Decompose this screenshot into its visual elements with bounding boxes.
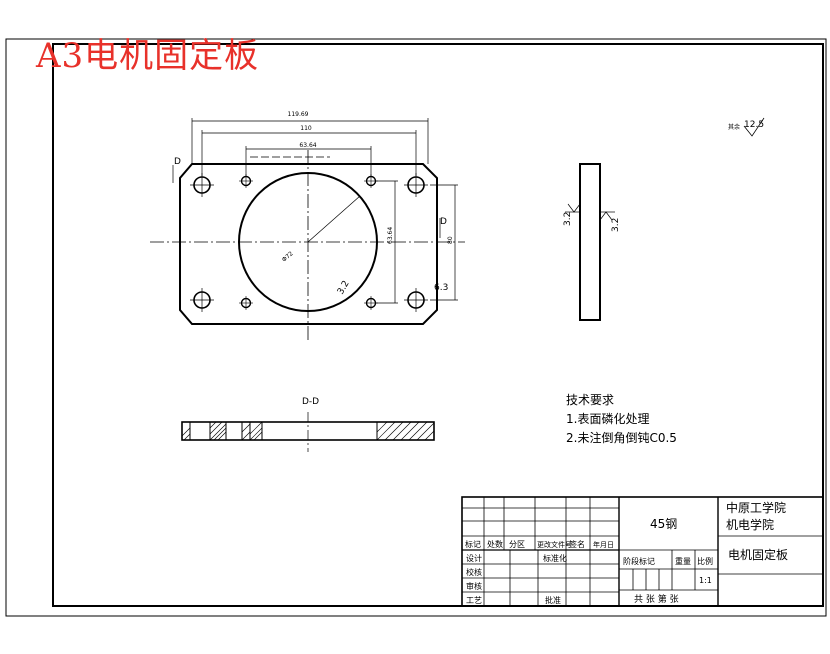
bore-circle xyxy=(238,172,378,312)
part-name: 电机固定板 xyxy=(728,547,788,562)
row-label-change: 更改文件号 xyxy=(537,540,572,549)
dim-bore: Φ72 xyxy=(281,250,295,263)
section-view xyxy=(181,412,435,452)
outer-border xyxy=(5,38,827,617)
label-standardize: 标准化 xyxy=(543,553,567,563)
label-process: 工艺 xyxy=(466,596,482,605)
general-roughness-value: 12.5 xyxy=(744,120,764,130)
dim-overall-width: 119.69 xyxy=(288,111,309,118)
dim-height: 80 xyxy=(447,236,454,244)
row-label-zone: 分区 xyxy=(509,540,525,549)
side-roughness-right: 3.2 xyxy=(611,218,621,232)
view-mark-d-right: D xyxy=(440,217,447,227)
mounting-hole xyxy=(190,288,214,312)
mounting-hole xyxy=(404,173,428,197)
tech-req-item: 2.未注倒角倒钝C0.5 xyxy=(566,431,677,445)
row-label-count: 处数 xyxy=(487,539,503,549)
dim-hole-span: 110 xyxy=(300,125,312,132)
row-label-date: 年月日 xyxy=(593,540,614,549)
tech-req-item: 1.表面磷化处理 xyxy=(566,412,650,426)
side-roughness-left: 3.2 xyxy=(563,212,573,226)
view-mark-d-left: D xyxy=(174,157,181,167)
sheet-title: A3电机固定板 xyxy=(36,36,260,76)
title-block xyxy=(461,496,824,607)
tech-req-heading: 技术要求 xyxy=(566,393,615,407)
label-approve: 批准 xyxy=(545,595,561,605)
label-sheets: 共 张 第 张 xyxy=(634,593,679,605)
row-label-sign: 签名 xyxy=(569,539,585,549)
label-design: 设计 xyxy=(466,553,482,563)
scale-value: 1:1 xyxy=(699,576,712,585)
roughness-edge: 6.3 xyxy=(434,283,448,293)
side-view xyxy=(565,163,615,321)
mounting-hole xyxy=(404,288,428,312)
plate-outline xyxy=(179,163,438,325)
school-name: 中原工学院 xyxy=(726,500,786,515)
section-label: D-D xyxy=(302,397,319,407)
row-label-mark: 标记 xyxy=(465,539,481,549)
label-scale: 比例 xyxy=(697,556,713,566)
front-view xyxy=(150,118,465,340)
label-weight: 重量 xyxy=(675,556,691,566)
label-check: 校核 xyxy=(466,567,482,577)
college-name: 机电学院 xyxy=(726,517,774,532)
mounting-hole xyxy=(190,173,214,197)
dim-small-hole-span: 63.64 xyxy=(299,142,316,149)
small-hole xyxy=(239,296,253,310)
general-roughness-prefix: 其余 xyxy=(728,123,740,131)
technical-requirements: 技术要求 1.表面磷化处理 2.未注倒角倒钝C0.5 xyxy=(566,391,677,448)
label-review: 审核 xyxy=(466,581,482,591)
small-hole xyxy=(239,174,253,188)
inner-border xyxy=(52,43,824,607)
dim-hole-pitch-vertical: 63.64 xyxy=(387,227,394,244)
label-stage-mark: 阶段标记 xyxy=(623,556,655,566)
roughness-bore: 3.2 xyxy=(336,279,352,296)
roughness-symbol xyxy=(743,117,765,137)
material-label: 45钢 xyxy=(650,517,677,531)
